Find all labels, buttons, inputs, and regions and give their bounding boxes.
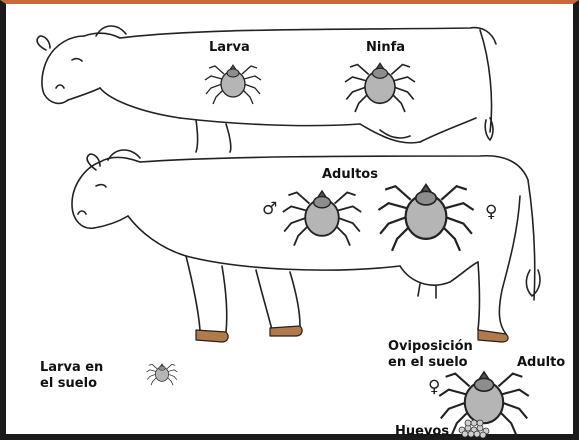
tick-adult-female-icon bbox=[378, 185, 473, 251]
tick-ninfa-icon bbox=[345, 63, 415, 112]
tick-larva-icon bbox=[205, 65, 261, 104]
label-larva: Larva bbox=[209, 40, 250, 56]
label-oviposicion: Oviposición en el suelo bbox=[388, 339, 473, 371]
label-adulto: Adulto bbox=[517, 355, 565, 371]
tick-larva-ground-icon bbox=[147, 364, 178, 385]
label-adultos: Adultos bbox=[322, 167, 378, 183]
cow-top bbox=[37, 26, 496, 152]
tick-adult-ovipositing-icon bbox=[439, 372, 529, 434]
male-symbol: ♂ bbox=[262, 200, 277, 218]
label-larva-en-el-suelo: Larva en el suelo bbox=[40, 360, 103, 392]
cow-bottom bbox=[72, 150, 540, 342]
female-symbol-adults: ♀ bbox=[485, 203, 497, 221]
label-huevos: Huevos bbox=[395, 424, 449, 440]
female-symbol-oviposition: ♀ bbox=[428, 378, 440, 396]
label-ninfa: Ninfa bbox=[366, 40, 405, 56]
tick-adult-male-icon bbox=[283, 191, 361, 246]
